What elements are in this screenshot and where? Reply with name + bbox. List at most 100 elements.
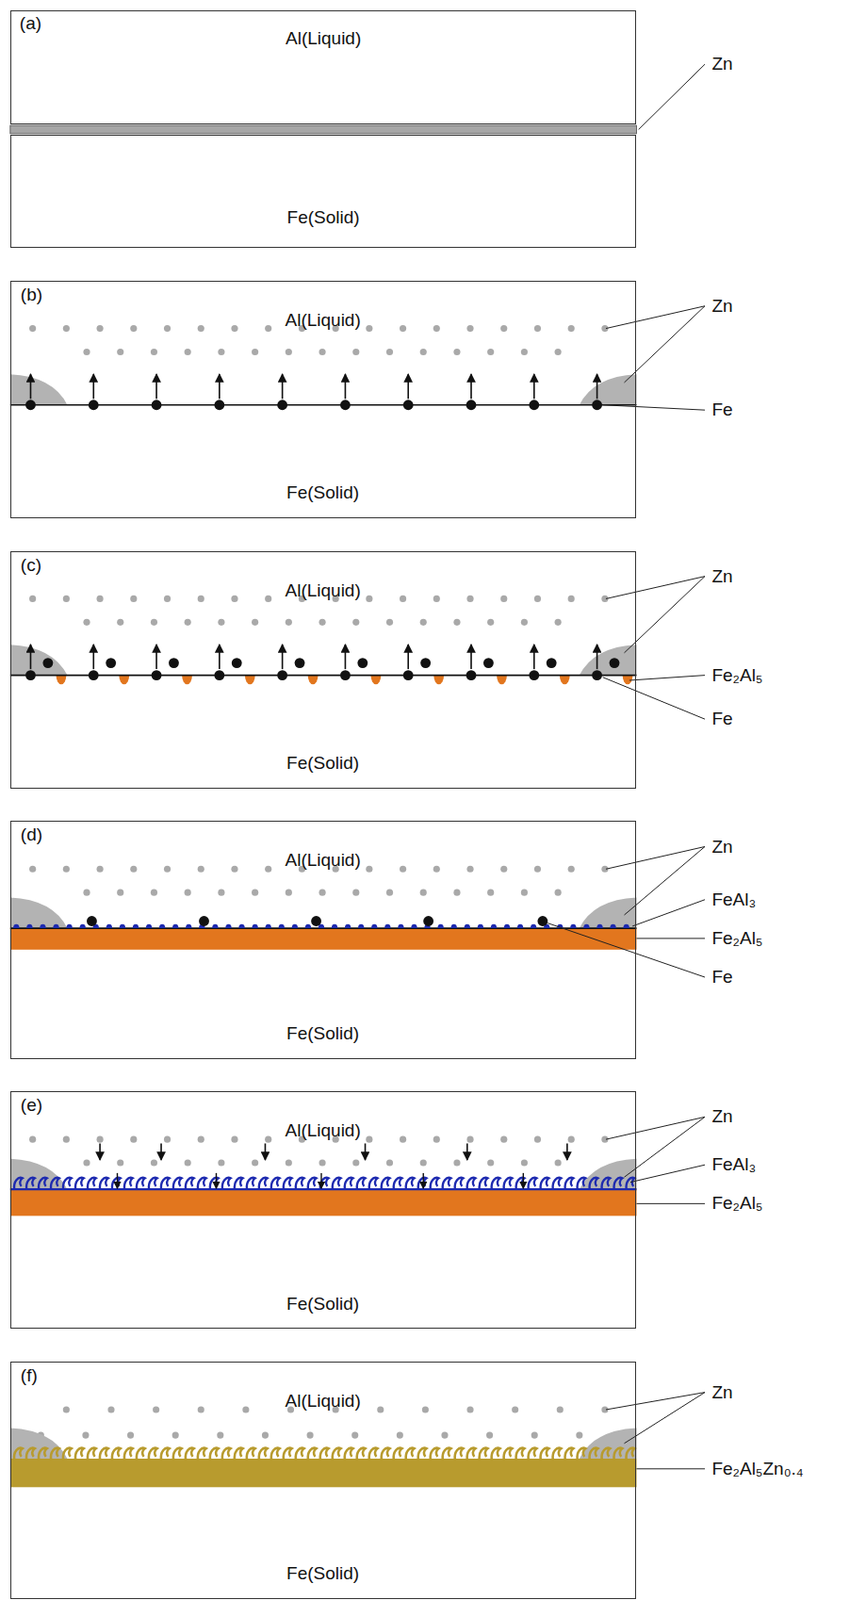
- zn-atom: [521, 619, 528, 626]
- fe2al5zn-whisker: [320, 1448, 329, 1460]
- feal3-whisker: [99, 1177, 109, 1190]
- liquid-region: Al(Liquid): [11, 821, 636, 928]
- feal3-whisker: [602, 1177, 611, 1190]
- fe2al5zn-whisker: [161, 1448, 170, 1460]
- feal3-whisker: [148, 1177, 158, 1190]
- fe-atom: [277, 669, 288, 681]
- liquid-label: Al(Liquid): [285, 28, 361, 50]
- feal3-nucleus: [384, 924, 391, 929]
- diffusion-arrow: [218, 644, 221, 670]
- zn-atom: [420, 1159, 427, 1166]
- feal3-whisker: [381, 1177, 391, 1190]
- fe-atom: [466, 669, 477, 681]
- feal3-whisker: [87, 1177, 97, 1190]
- feal3-whisker: [491, 1177, 501, 1190]
- zn-atom: [420, 348, 427, 356]
- feal3-nucleus: [185, 924, 192, 929]
- zn-atom: [216, 1432, 224, 1439]
- feal3-nucleus: [504, 924, 510, 929]
- fe2al5zn-whisker: [63, 1448, 72, 1460]
- zn-atom: [217, 1159, 225, 1166]
- zn-atom: [116, 619, 124, 626]
- fe2al5zn-whisker: [357, 1448, 366, 1460]
- feal3-nucleus: [609, 924, 616, 929]
- zn-atom: [197, 1405, 205, 1413]
- zn-atom: [422, 1405, 429, 1413]
- fe2al5zn-whisker: [283, 1448, 293, 1460]
- zn-atom: [453, 1159, 460, 1166]
- feal3-nucleus: [79, 924, 85, 929]
- liquid-label: Al(Liquid): [285, 580, 361, 602]
- zn-atom: [63, 325, 70, 332]
- feal3-whisker: [234, 1177, 244, 1190]
- zn-atom: [365, 325, 373, 332]
- stage-panel: (a)Al(Liquid)Fe(Solid): [10, 10, 638, 248]
- fe2al5zn-whisker: [455, 1448, 464, 1460]
- zn-atom: [534, 595, 541, 603]
- layer-label: Fe₂Al₅Zn₀.₄: [709, 1458, 805, 1480]
- zn-atom: [556, 1405, 564, 1413]
- feal3-whisker: [308, 1177, 317, 1190]
- solid-label: Fe(Solid): [286, 752, 360, 774]
- leader-line: [636, 1203, 705, 1205]
- leader-line: [603, 405, 705, 410]
- fe-atom: [168, 657, 180, 669]
- fe2al5zn-whisker: [271, 1448, 280, 1460]
- feal3-whisker: [124, 1177, 133, 1190]
- fe-atom: [340, 669, 351, 681]
- fe2al5zn-whisker: [479, 1448, 489, 1460]
- fe2al5zn-whisker: [528, 1448, 538, 1460]
- fe-atom: [483, 657, 494, 669]
- zn-atom: [386, 889, 393, 897]
- zn-atom: [433, 1136, 441, 1144]
- diffusion-arrow: [533, 644, 536, 670]
- feal3-whisker: [259, 1177, 268, 1190]
- diffusion-arrow: [344, 644, 347, 670]
- stage-panel: (c) Al(Liquid) Fe(Solid): [10, 551, 638, 789]
- zn-atom: [82, 1159, 90, 1166]
- zn-atom: [486, 1432, 493, 1439]
- fe-atom: [151, 669, 163, 681]
- zn-atom: [352, 889, 360, 897]
- feal3-whisker: [565, 1177, 574, 1190]
- fe2al5zn-whisker: [504, 1448, 513, 1460]
- fe-atom: [591, 399, 603, 410]
- feal3-nucleus: [344, 924, 351, 929]
- fe-atom: [105, 657, 116, 669]
- fe-atom: [423, 915, 434, 927]
- zn-atom: [264, 866, 272, 873]
- fe2al5zn-whisker: [406, 1448, 415, 1460]
- feal3-nucleus: [371, 924, 377, 929]
- feal3-whisker: [577, 1177, 587, 1190]
- fe-atom: [277, 399, 288, 410]
- zn-atom: [352, 1159, 360, 1166]
- layer-label: Zn: [709, 1382, 735, 1404]
- liquid-region: Al(Liquid): [11, 552, 636, 676]
- feal3-whisker: [173, 1177, 182, 1190]
- fe2al5-nucleus: [308, 675, 319, 686]
- fe2al5zn-whisker: [626, 1448, 636, 1460]
- feal3-whisker: [112, 1177, 121, 1190]
- zn-atom: [487, 889, 494, 897]
- stage-panel: (b)Al(Liquid)Fe(Solid): [10, 280, 638, 519]
- feal3-nucleus: [570, 924, 576, 929]
- leader-line: [630, 1164, 705, 1182]
- zn-atom: [285, 348, 293, 356]
- fe-atom: [88, 669, 99, 681]
- zn-diffusion-arrow: [264, 1143, 267, 1160]
- fe2al5zn-whisker: [295, 1448, 305, 1460]
- zn-atom: [396, 1432, 404, 1439]
- zn-atom: [251, 348, 259, 356]
- feal3-whisker: [26, 1177, 35, 1190]
- zn-atom: [365, 866, 373, 873]
- zn-atom: [242, 1405, 249, 1413]
- zn-atom: [555, 619, 562, 626]
- panel-letter: (c): [20, 555, 42, 576]
- panel-letter: (e): [20, 1094, 43, 1116]
- zn-atom: [487, 1159, 494, 1166]
- diffusion-arrow: [92, 374, 95, 399]
- fe2al5zn-whisker: [38, 1448, 48, 1460]
- fe2al5zn-whisker: [442, 1448, 452, 1460]
- zn-atom: [130, 595, 137, 603]
- feal3-nucleus: [477, 924, 484, 929]
